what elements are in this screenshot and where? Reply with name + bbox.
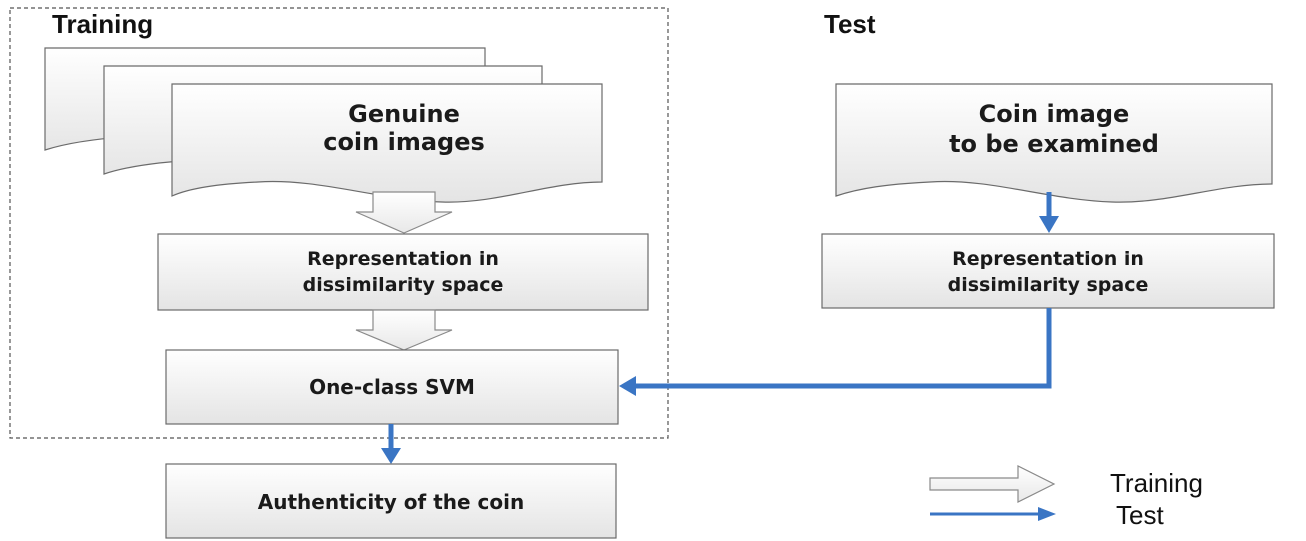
training-title: Training — [52, 9, 153, 39]
training-region — [9, 7, 669, 439]
training-repr-line2: dissimilarity space — [303, 274, 504, 296]
legend-training-label: Training — [1110, 468, 1203, 498]
output-box — [165, 463, 617, 539]
training-repr-line1: Representation in — [307, 248, 499, 270]
output-arrow-head — [381, 448, 401, 464]
test-coin-line1: Coin image — [979, 100, 1130, 128]
legend-training-arrow-icon — [929, 465, 1056, 503]
output-label: Authenticity of the coin — [258, 490, 524, 514]
test-coin-line2: to be examined — [949, 130, 1159, 158]
test-title: Test — [824, 9, 876, 39]
genuine-label-line1: Genuine — [348, 100, 460, 128]
test-arrow-1-head — [1039, 216, 1059, 233]
test-arrow-2-head — [619, 376, 636, 396]
test-representation-box — [821, 233, 1275, 309]
svm-box — [165, 349, 619, 425]
legend-test-label: Test — [1116, 500, 1164, 530]
test-arrow-2-shaft — [634, 308, 1052, 389]
svm-label: One-class SVM — [309, 375, 475, 399]
training-arrow-1 — [355, 191, 453, 234]
test-repr-line2: dissimilarity space — [948, 274, 1149, 296]
training-arrow-2 — [355, 309, 453, 351]
training-representation-box — [157, 233, 649, 311]
genuine-label-line2: coin images — [323, 128, 485, 156]
test-document — [835, 83, 1273, 203]
test-repr-line1: Representation in — [952, 248, 1144, 270]
legend-test-arrow-head — [1038, 507, 1056, 521]
